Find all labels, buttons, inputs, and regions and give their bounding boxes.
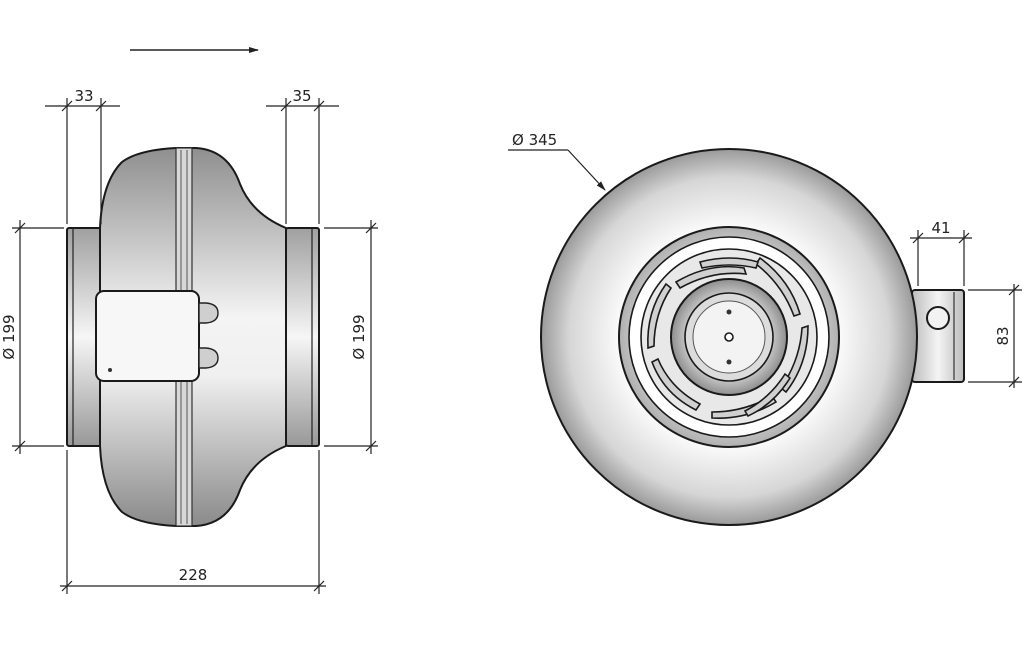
cable-gland-front [926,306,950,330]
dim-label-housing-diameter: Ø 345 [512,131,557,149]
dim-label-outlet-diameter: Ø 199 [350,314,368,359]
dimension-35: 35 [266,87,339,224]
shaft-center [724,332,734,342]
dimension-228: 228 [60,450,326,594]
dim-label-35: 35 [292,87,311,105]
terminal-box-front [911,289,965,383]
dimension-83: 83 [968,284,1022,388]
dimension-inlet-diameter: Ø 199 [0,220,64,454]
impeller-blades [647,256,809,419]
dim-label-41: 41 [931,219,950,237]
dim-label-inlet-diameter: Ø 199 [0,314,18,359]
front-view: Ø 345 41 83 [508,131,1022,526]
dim-label-33: 33 [74,87,93,105]
dimension-housing-diameter: Ø 345 [508,131,606,191]
cable-gland-bottom [198,347,219,369]
dim-label-83: 83 [994,326,1012,345]
dimension-33: 33 [45,87,120,224]
dim-label-228: 228 [179,566,208,584]
dimension-outlet-diameter: Ø 199 [324,220,378,454]
dimension-41: 41 [910,219,972,286]
hub-bolt-top [726,309,732,315]
terminal-box-side [95,290,200,382]
side-view: 33 35 Ø 199 Ø 199 [0,47,378,594]
hub-bolt-bottom [726,359,732,365]
outlet-pipe [285,227,320,447]
cable-gland-top [198,302,219,324]
terminal-box-screw [108,368,112,372]
